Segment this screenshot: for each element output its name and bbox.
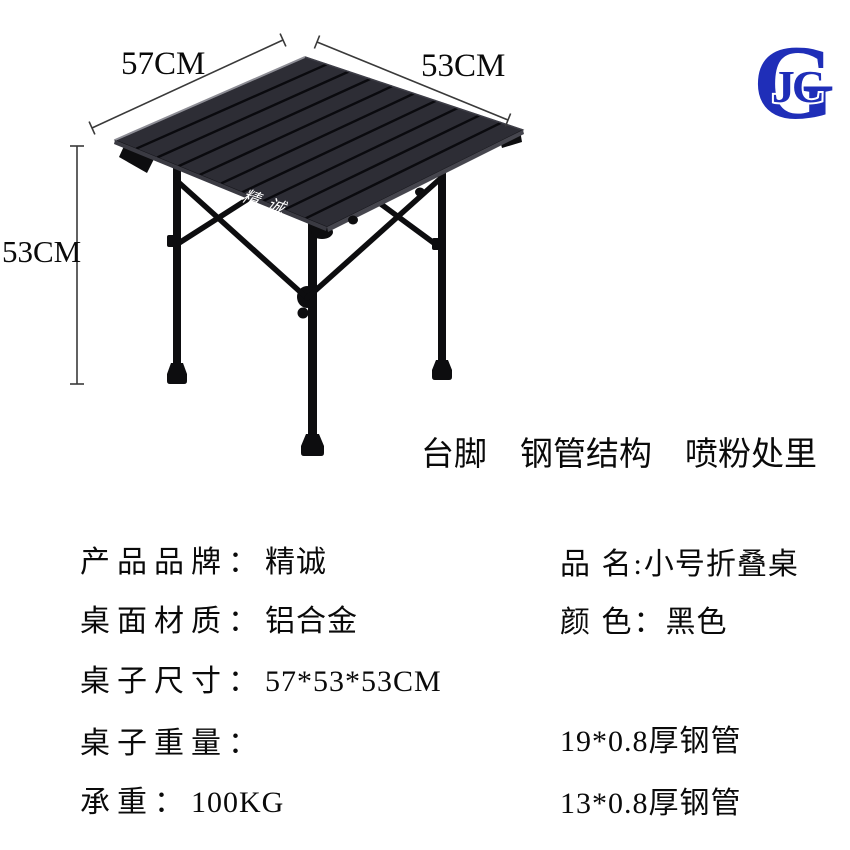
spec-size-value: 57*53*53CM	[265, 665, 442, 698]
spec-size: 桌子尺寸：57*53*53CM	[50, 622, 442, 734]
spec-color: 颜 色：黑色	[530, 563, 728, 675]
spec-product-name: 品 名:小号折叠桌	[530, 505, 799, 617]
spec-product-name-label: 品 名:	[560, 548, 644, 581]
spec-load-label: 承重：	[80, 786, 191, 819]
spec-tube-13-value: 13*0.8厚钢管	[560, 787, 742, 820]
spec-brand-value: 精诚	[265, 546, 327, 579]
spec-weight: 桌子重量：	[50, 684, 265, 796]
spec-material: 桌面材质：铝合金	[50, 562, 358, 674]
spec-tube-19: 19*0.8厚钢管	[530, 682, 742, 794]
spec-color-label: 颜 色：	[560, 606, 666, 639]
spec-weight-label: 桌子重量：	[80, 727, 265, 760]
spec-brand-label: 产品品牌：	[80, 546, 265, 579]
legs-caption: 台脚 钢管结构 喷粉处里	[421, 437, 817, 473]
spec-product-name-value: 小号折叠桌	[643, 548, 799, 581]
tabletop	[113, 56, 525, 232]
logo-monogram-jc-icon: JC	[772, 61, 822, 112]
spec-material-label: 桌面材质：	[80, 605, 265, 638]
spec-material-value: 铝合金	[265, 605, 358, 638]
dimension-lines	[70, 33, 512, 385]
logo-letter-g-icon: G	[753, 24, 835, 141]
brand-logo: G JC	[753, 24, 835, 141]
spec-brand: 产品品牌：精诚	[50, 503, 327, 615]
spec-tube-19-value: 19*0.8厚钢管	[560, 725, 742, 758]
spec-load-value: 100KG	[191, 786, 285, 819]
spec-tube-13: 13*0.8厚钢管	[530, 744, 742, 850]
dimension-depth-label: 53CM	[421, 48, 506, 84]
dimension-width-label: 57CM	[121, 46, 206, 82]
spec-color-value: 黑色	[665, 606, 728, 639]
spec-size-label: 桌子尺寸：	[80, 665, 265, 698]
dimension-height-label: 53CM	[2, 234, 82, 269]
spec-load: 承重：100KG	[50, 743, 284, 850]
